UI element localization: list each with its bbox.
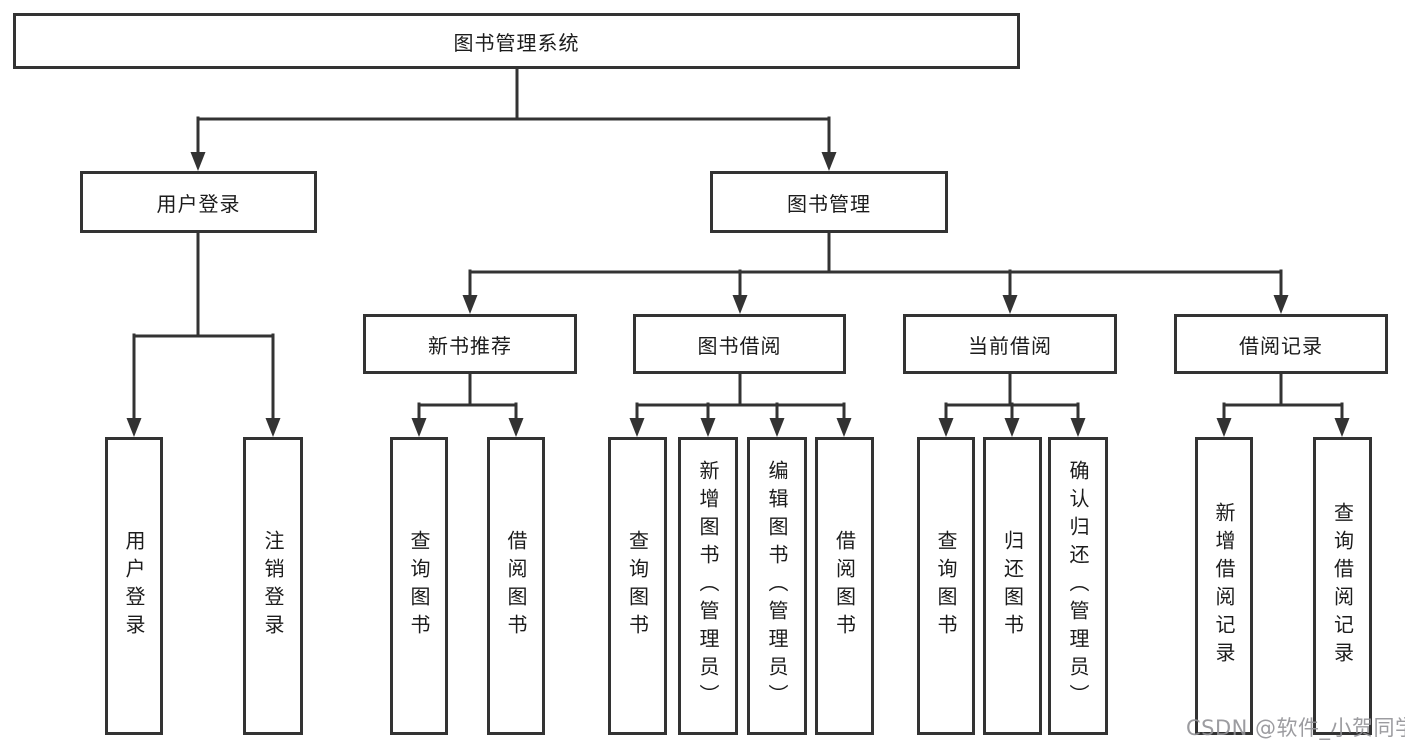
leaf-query-borrow-record: 查询借阅记录	[1313, 437, 1372, 735]
node-label: 图书借阅	[697, 333, 782, 358]
arrowheads	[126, 152, 1350, 437]
node-user-login: 用户登录	[80, 171, 317, 233]
node-label: 借阅记录	[1239, 333, 1323, 358]
leaf-confirm-return-admin: 确认归还（管理员）	[1048, 437, 1108, 735]
node-book-borrowing: 图书借阅	[633, 314, 846, 374]
node-label: 新增图书（管理员）	[696, 460, 720, 712]
node-borrowing-records: 借阅记录	[1174, 314, 1388, 374]
node-label: 编辑图书（管理员）	[765, 460, 789, 712]
node-label: 图书管理	[787, 191, 871, 216]
leaf-borrow-books-borrowing: 借阅图书	[815, 437, 874, 735]
node-label: 查询图书	[625, 530, 650, 642]
node-label: 借阅图书	[504, 530, 528, 642]
node-new-book-recommendation: 新书推荐	[363, 314, 577, 374]
leaf-edit-book-admin: 编辑图书（管理员）	[747, 437, 807, 735]
leaf-query-books-current: 查询图书	[917, 437, 975, 735]
node-book-management: 图书管理	[710, 171, 948, 233]
node-current-borrowing: 当前借阅	[903, 314, 1117, 374]
leaf-borrow-books-recommendation: 借阅图书	[487, 437, 545, 735]
leaf-query-books-borrowing: 查询图书	[608, 437, 667, 735]
leaf-add-book-admin: 新增图书（管理员）	[678, 437, 738, 735]
node-label: 注销登录	[261, 530, 285, 642]
node-label: 图书管理系统	[453, 30, 580, 55]
leaf-return-books: 归还图书	[983, 437, 1042, 735]
node-label: 确认归还（管理员）	[1066, 460, 1090, 712]
node-label: 用户登录	[156, 191, 241, 216]
node-label: 用户登录	[122, 530, 146, 642]
leaf-user-login: 用户登录	[105, 437, 163, 735]
leaf-logout: 注销登录	[243, 437, 303, 735]
node-label: 查询图书	[934, 530, 958, 642]
csdn-watermark: CSDN @软件_小贺同学	[1186, 716, 1405, 740]
node-label: 当前借阅	[968, 333, 1052, 358]
node-label: 新增借阅记录	[1212, 502, 1236, 670]
node-library-management-system: 图书管理系统	[13, 13, 1020, 69]
leaf-add-borrow-record: 新增借阅记录	[1195, 437, 1253, 735]
node-label: 新书推荐	[428, 333, 512, 358]
leaf-query-books-recommendation: 查询图书	[390, 437, 448, 735]
node-label: 归还图书	[1000, 530, 1025, 642]
node-label: 查询图书	[407, 530, 431, 642]
node-label: 借阅图书	[832, 530, 857, 642]
node-label: 查询借阅记录	[1330, 502, 1355, 670]
